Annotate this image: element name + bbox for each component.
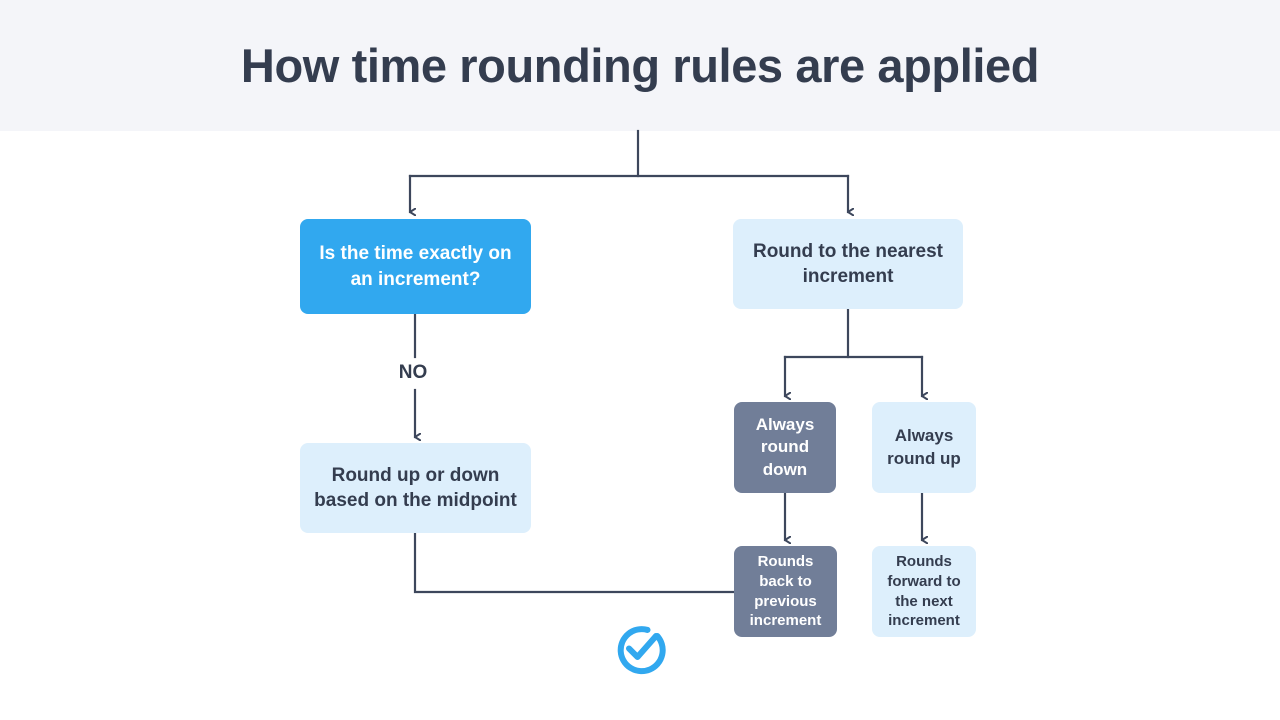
node-round-up-or-down-midpoint[interactable]: Round up or down based on the midpoint bbox=[300, 443, 531, 533]
circle-check-icon bbox=[617, 626, 666, 675]
node-rounds-forward-to-next-increment[interactable]: Rounds forward to the next increment bbox=[872, 546, 976, 637]
node-rounds-back-to-previous-increment[interactable]: Rounds back to previous increment bbox=[734, 546, 837, 637]
node-always-round-up[interactable]: Always round up bbox=[872, 402, 976, 493]
node-is-time-exactly-on-increment[interactable]: Is the time exactly on an increment? bbox=[300, 219, 531, 314]
edge-midpoint-to-rounds-back bbox=[413, 531, 737, 594]
node-always-round-down[interactable]: Always round down bbox=[734, 402, 836, 493]
page-title: How time rounding rules are applied bbox=[240, 39, 1040, 92]
edge-label-no: NO bbox=[398, 362, 428, 383]
header-band: How time rounding rules are applied bbox=[0, 0, 1280, 131]
node-round-to-nearest-increment[interactable]: Round to the nearest increment bbox=[733, 219, 963, 309]
